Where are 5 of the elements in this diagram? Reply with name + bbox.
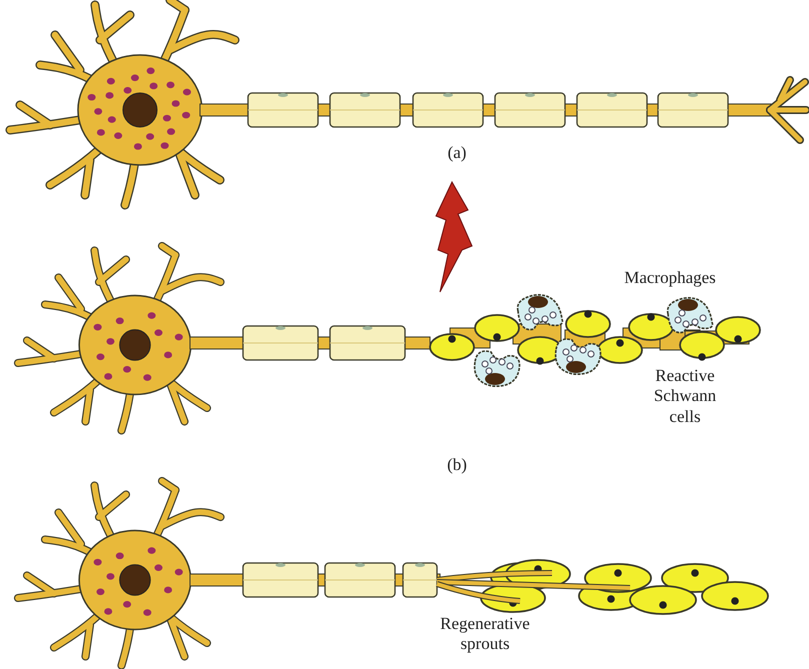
panel-label: (a) [448,143,466,164]
part-label: Reactive Schwann cells [652,366,718,428]
part-label: Regenerative sprouts [439,614,531,655]
part-label: Macrophages [624,268,716,288]
panel-label: (b) [447,455,467,476]
